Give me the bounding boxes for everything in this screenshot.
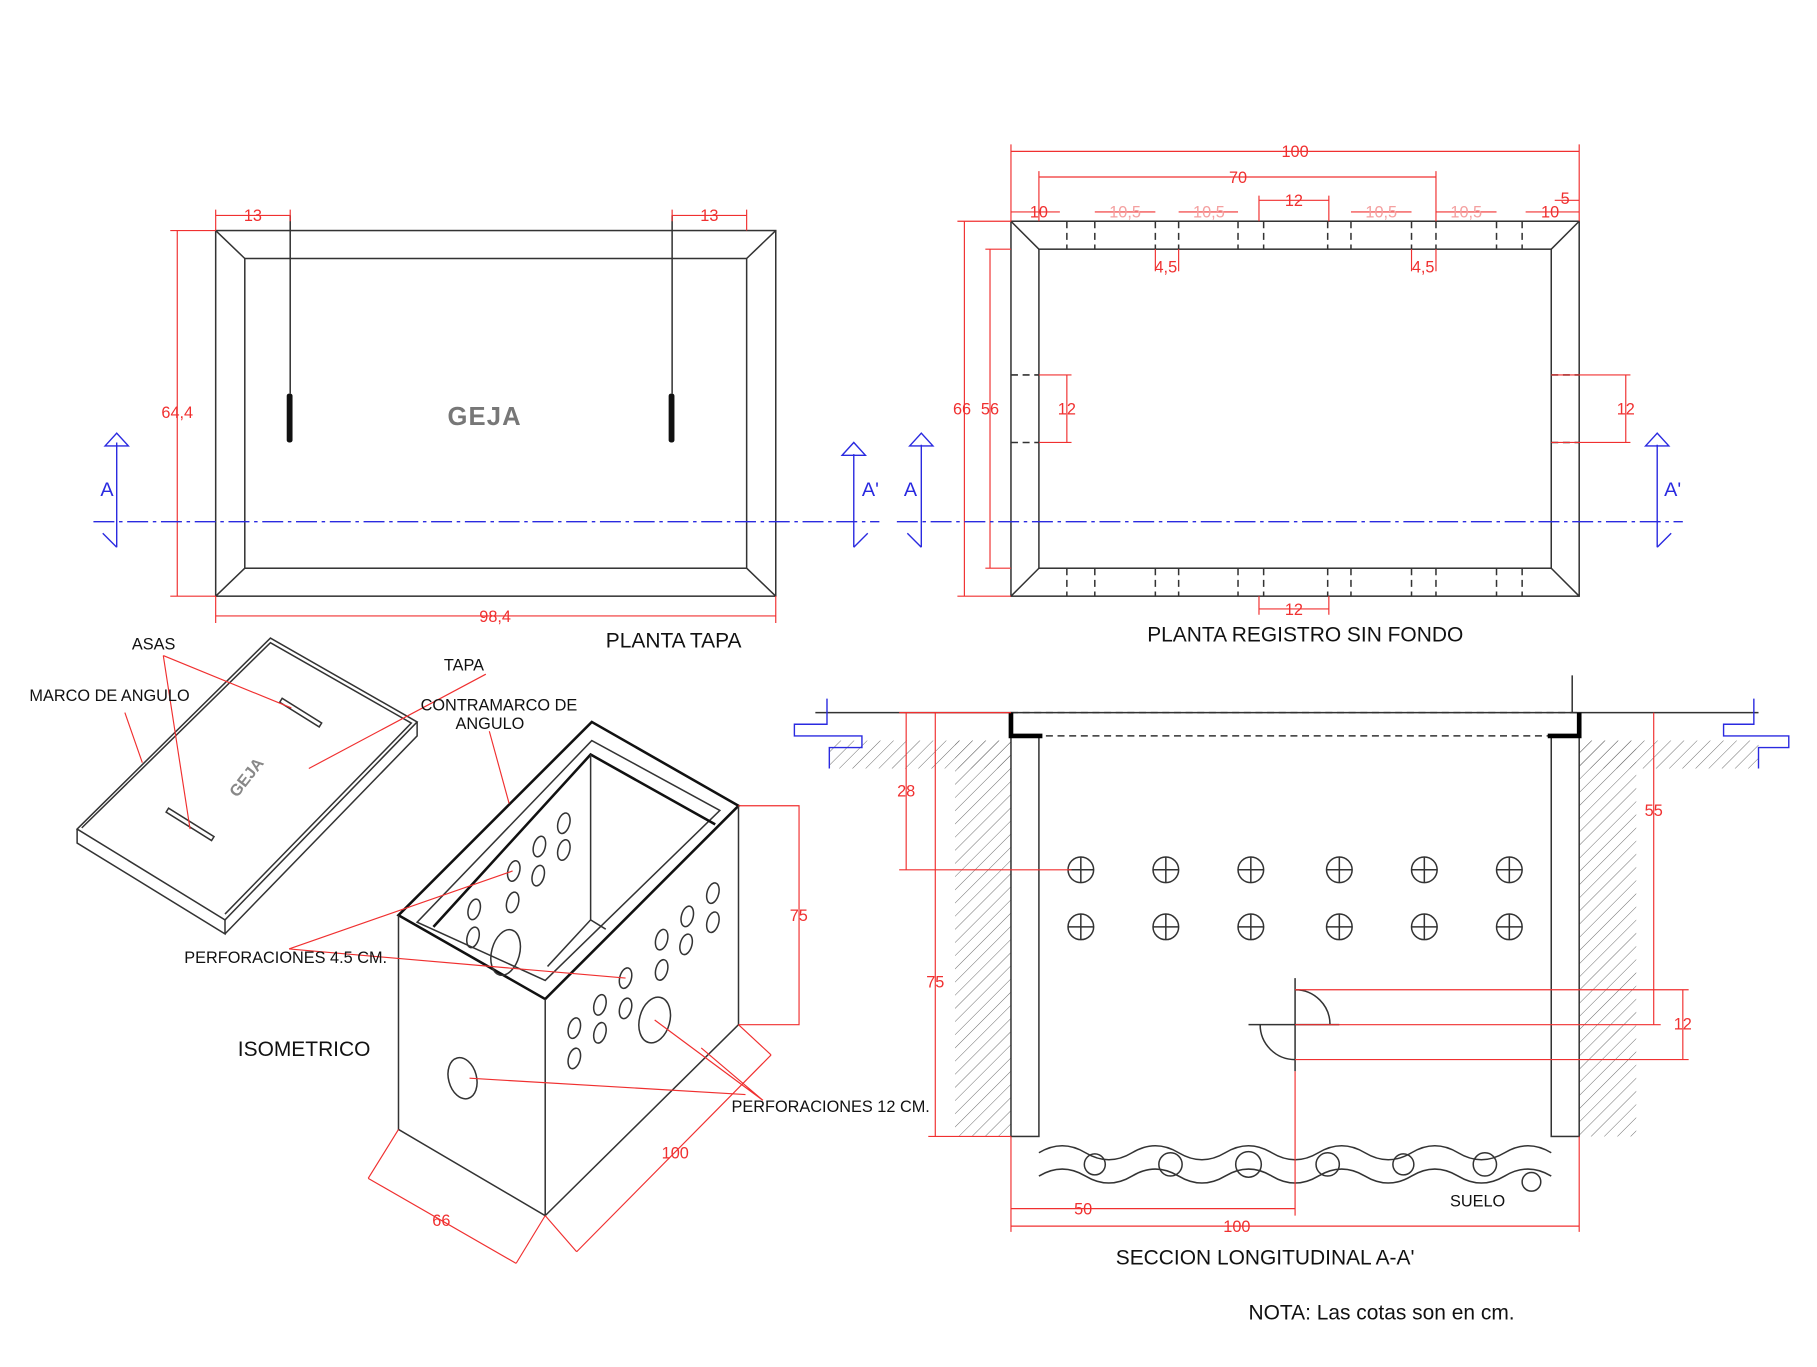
dim-outer-height: 66 [953, 401, 971, 419]
seccion-title: SECCION LONGITUDINAL A-A' [1116, 1247, 1415, 1270]
dim-gap-4: 10,5 [1450, 204, 1482, 222]
dim-gap-2: 10,5 [1193, 204, 1225, 222]
dim-sec-height: 75 [926, 973, 944, 991]
dim-sec-half: 50 [1074, 1200, 1092, 1218]
isometrico-title: ISOMETRICO [238, 1038, 371, 1061]
dim-offset: 5 [1561, 190, 1570, 208]
label-asas: ASAS [132, 636, 176, 654]
isometric-box [396, 720, 741, 1217]
dim-width: 98,4 [479, 608, 511, 626]
dim-iso-height: 75 [790, 907, 808, 925]
section-mark-a: A [904, 479, 918, 501]
section-mark-a-prime: A' [862, 479, 879, 501]
planta-tapa-title: PLANTA TAPA [606, 629, 742, 652]
lid-logo: GEJA [226, 754, 268, 800]
dim-total: 100 [1281, 143, 1308, 161]
soil-label: SUELO [1450, 1192, 1505, 1210]
dim-sec-pipe: 55 [1645, 802, 1663, 820]
dim-iso-length: 100 [662, 1145, 689, 1163]
label-perforaciones-big: PERFORACIONES 12 CM. [732, 1098, 930, 1116]
handle-right [668, 215, 675, 443]
dim-side-right: 12 [1617, 401, 1635, 419]
dim-height: 64,4 [161, 404, 193, 422]
dim-edge-left: 10 [1030, 204, 1048, 222]
dim-inner-height: 56 [981, 401, 999, 419]
section-mark-a-prime: A' [1664, 479, 1681, 501]
seccion-longitudinal: 28 75 55 12 50 100 SUELO SECCION LONGITU… [793, 675, 1790, 1270]
isometric-lid: GEJA [75, 637, 419, 936]
dim-gap-3: 10,5 [1365, 204, 1397, 222]
dim-hole-left: 4,5 [1155, 258, 1178, 276]
note: NOTA: Las cotas son en cm. [1249, 1301, 1515, 1324]
pipe-holes [1067, 856, 1523, 1072]
label-tapa: TAPA [444, 657, 484, 675]
label-perforaciones-small: PERFORACIONES 4.5 CM. [184, 949, 387, 967]
dim-side-left: 12 [1058, 401, 1076, 419]
label-marco-de-angulo: MARCO DE ANGULO [29, 687, 189, 705]
dim-iso-width: 66 [432, 1212, 450, 1230]
dim-sec-top: 28 [897, 782, 915, 800]
dim-sec-total: 100 [1223, 1218, 1250, 1236]
dim-edge-right: 10 [1541, 204, 1559, 222]
label-contramarco-2: ANGULO [456, 715, 525, 733]
handle-left [286, 215, 293, 443]
dim-bottom: 12 [1285, 601, 1303, 619]
dim-handle-left: 13 [244, 207, 262, 225]
label-contramarco-1: CONTRAMARCO DE [421, 696, 578, 714]
planta-tapa: GEJA 13 13 64,4 98,4 A A' PLANTA TAPA [93, 207, 880, 652]
dim-sec-pipe-dia: 12 [1674, 1015, 1692, 1033]
planta-registro-title: PLANTA REGISTRO SIN FONDO [1147, 624, 1463, 647]
dim-center: 12 [1285, 192, 1303, 210]
planta-registro: 100 70 12 10 10,5 10,5 10,5 10,5 10 5 4,… [896, 143, 1683, 647]
section-mark-a: A [100, 479, 114, 501]
dim-hole-right: 4,5 [1412, 258, 1435, 276]
dim-handle-right: 13 [700, 207, 718, 225]
dim-gap-1: 10,5 [1109, 204, 1141, 222]
logo: GEJA [447, 403, 521, 431]
dim-span: 70 [1229, 169, 1247, 187]
